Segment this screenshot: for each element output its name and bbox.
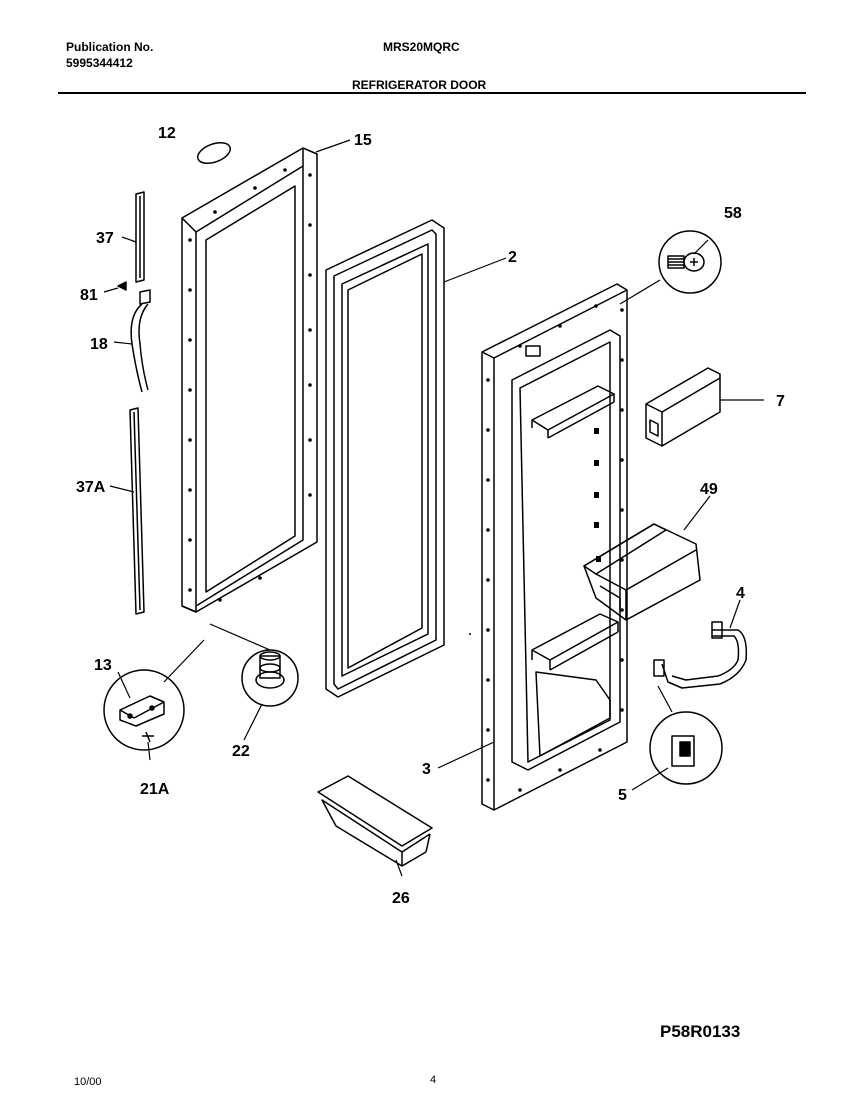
callout-37a: 37A <box>76 479 106 496</box>
model-number: MRS20MQRC <box>383 40 460 54</box>
part-49-door-bin <box>583 523 701 621</box>
part-37-strip <box>135 191 145 283</box>
callout-13: 13 <box>94 657 112 674</box>
callout-37: 37 <box>96 230 114 247</box>
part-22-cam <box>241 649 299 707</box>
callout-21a: 21A <box>140 781 170 798</box>
header-rule <box>58 92 806 94</box>
part-81-screw <box>117 281 127 291</box>
part-12-badge <box>196 141 232 165</box>
callout-18: 18 <box>90 336 108 353</box>
section-title: REFRIGERATOR DOOR <box>352 78 487 92</box>
part-2-gasket <box>325 219 445 698</box>
callout-3: 3 <box>422 761 431 778</box>
callout-58: 58 <box>724 205 742 222</box>
diagram-code: P58R0133 <box>660 1022 741 1041</box>
part-3-door-liner <box>469 283 628 811</box>
part-4-bracket <box>653 621 748 689</box>
part-37a-strip <box>129 407 145 615</box>
callout-5: 5 <box>618 787 627 804</box>
part-18-bracket <box>130 289 151 393</box>
leader-lines <box>103 139 764 877</box>
part-15-frame <box>181 147 318 613</box>
page-number: 4 <box>430 1074 437 1086</box>
part-5-clip <box>649 711 723 785</box>
callout-22: 22 <box>232 743 250 760</box>
part-58-screw <box>658 230 722 294</box>
callout-26: 26 <box>392 890 410 907</box>
callout-4: 4 <box>736 585 745 602</box>
callout-2: 2 <box>508 249 517 266</box>
callout-12: 12 <box>158 125 176 142</box>
part-26-lower-bin <box>317 775 433 867</box>
callout-7: 7 <box>776 393 785 410</box>
publication-number: 5995344412 <box>66 56 133 70</box>
callout-49: 49 <box>700 481 718 498</box>
part-13-hinge <box>103 669 185 751</box>
part-7-cover <box>645 367 721 447</box>
footer-date: 10/00 <box>74 1076 102 1088</box>
callout-81: 81 <box>80 287 98 304</box>
publication-label: Publication No. <box>66 40 154 54</box>
callout-15: 15 <box>354 132 372 149</box>
